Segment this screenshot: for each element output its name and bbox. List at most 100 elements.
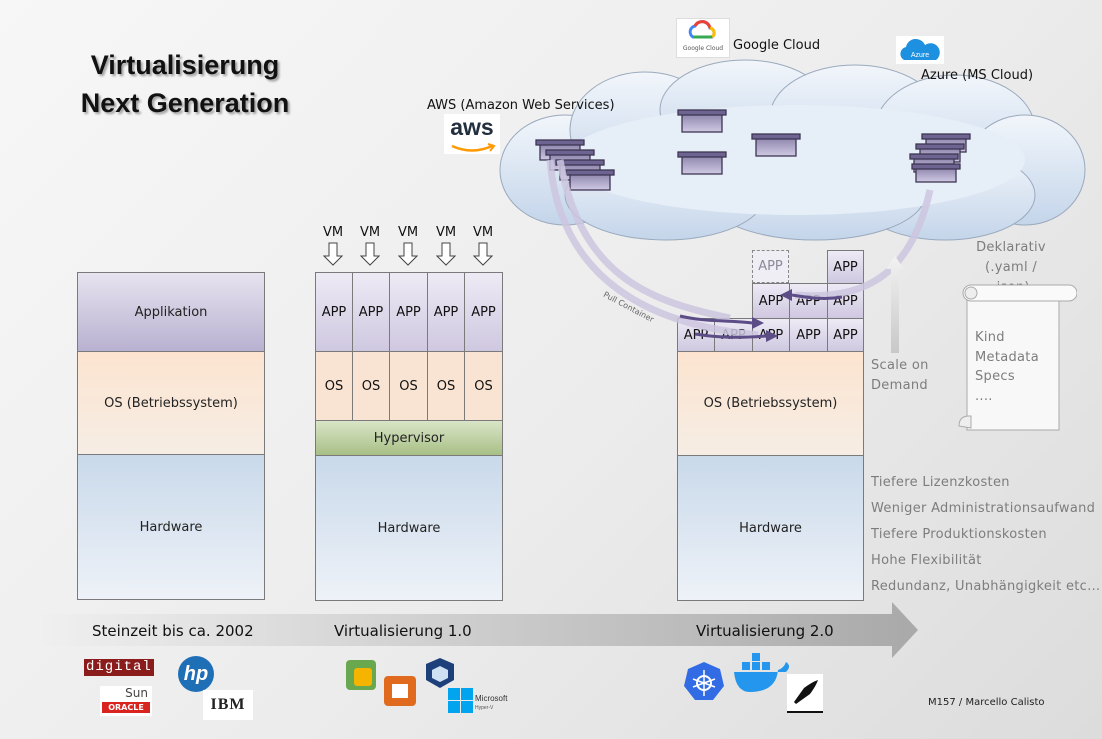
vm-os-cell: OS xyxy=(315,351,353,421)
ghost-app-cell: APP xyxy=(752,250,789,283)
title-line-1: Virtualisierung xyxy=(90,50,280,80)
vm-text: VM xyxy=(472,225,494,240)
page-title: Virtualisierung Next Generation xyxy=(60,46,310,122)
vm-os-cell: OS xyxy=(389,351,428,421)
hypervisor-layer: Hypervisor xyxy=(315,420,503,456)
down-arrow-icon xyxy=(473,242,493,266)
pull-arrow-path xyxy=(546,159,759,339)
vm-app-cell: APP xyxy=(315,272,353,352)
pull-arrow-head-path xyxy=(679,314,753,325)
scroll-icon xyxy=(958,284,1078,431)
virtualbox-logo xyxy=(426,658,454,688)
hp-logo: hp xyxy=(178,656,214,692)
title-line-2: Next Generation xyxy=(80,88,290,118)
aws-label: AWS (Amazon Web Services) xyxy=(427,98,615,113)
pull-arrow-head-path xyxy=(791,293,843,300)
vm-text: VM xyxy=(435,225,457,240)
container-app-cell: APP xyxy=(827,250,864,284)
parallels-logo xyxy=(384,676,416,706)
timeline-era-1: Steinzeit bis ca. 2002 xyxy=(92,622,254,640)
stack1-hardware-layer: Hardware xyxy=(77,454,265,600)
container-icon xyxy=(677,109,727,133)
vm-text: VM xyxy=(359,225,381,240)
declarative-line-1: Deklarativ xyxy=(976,240,1046,255)
google-cloud-logo: Google Cloud xyxy=(676,18,730,58)
aws-logo: aws xyxy=(444,114,500,154)
hyperv-logo: Microsoft Hyper-V xyxy=(448,688,508,713)
declarative-item: .... xyxy=(975,388,993,404)
azure-logo-text: Azure xyxy=(911,52,929,59)
vm-label-4: VM xyxy=(428,225,464,266)
scale-up-arrow-icon xyxy=(886,256,904,353)
stack2-hardware-layer: Hardware xyxy=(315,455,503,601)
aws-smile-icon xyxy=(451,143,496,152)
declarative-item: Metadata xyxy=(975,349,1039,365)
vm-label-3: VM xyxy=(390,225,426,266)
azure-label: Azure (MS Cloud) xyxy=(921,68,1034,83)
declarative-item: Kind xyxy=(975,330,1005,345)
docker-logo xyxy=(734,653,789,692)
google-logo-text: Google Cloud xyxy=(682,45,724,52)
vmware-logo xyxy=(346,660,376,690)
pull-arrow-path xyxy=(794,189,934,300)
arrow-head-icon xyxy=(752,317,764,329)
scale-on-demand-label: Scale on Demand xyxy=(871,356,929,396)
microsoft-logo-text: Microsoft xyxy=(475,694,508,703)
container-icon xyxy=(911,163,961,183)
benefits-list: Tiefere Lizenzkosten Weniger Administrat… xyxy=(871,470,1100,600)
scale-line-1: Scale on xyxy=(871,358,929,373)
down-arrow-icon xyxy=(398,242,418,266)
container-icon xyxy=(565,169,615,191)
vm-label-1: VM xyxy=(315,225,351,266)
oracle-logo-text: ORACLE xyxy=(102,702,150,713)
pull-arrow-head-path xyxy=(694,332,767,339)
footer-credit: M157 / Marcello Calisto xyxy=(928,697,1045,708)
hyperv-logo-text: Hyper-V xyxy=(475,705,494,711)
benefit-item: Hohe Flexibilität xyxy=(871,553,982,568)
vm-app-cell: APP xyxy=(464,272,503,352)
container-icon xyxy=(751,133,801,157)
down-arrow-icon xyxy=(360,242,380,266)
sun-logo-text: Sun xyxy=(125,686,148,700)
arrow-head-icon xyxy=(766,330,778,342)
pull-container-arrows xyxy=(546,159,934,342)
declarative-item: Specs xyxy=(975,369,1015,384)
rocket-logo xyxy=(787,674,823,713)
container-icon xyxy=(677,151,727,175)
scale-line-2: Demand xyxy=(871,378,928,393)
vm-app-cell: APP xyxy=(389,272,428,352)
vm-label-2: VM xyxy=(352,225,388,266)
vm-label-5: VM xyxy=(465,225,501,266)
timeline-arrow xyxy=(34,602,918,658)
stack3-hardware-layer: Hardware xyxy=(677,455,864,601)
azure-cloud-icon: Azure xyxy=(900,38,940,60)
pull-arrow-path xyxy=(556,159,731,322)
scroll-document: Kind Metadata Specs .... xyxy=(955,284,1078,434)
azure-logo: Azure xyxy=(896,36,944,64)
arrow-head-icon xyxy=(780,289,792,301)
sun-oracle-logo: Sun ORACLE xyxy=(100,686,152,716)
vm-os-cell: OS xyxy=(352,351,390,421)
benefit-item: Weniger Administrationsaufwand xyxy=(871,501,1096,516)
stack3-os-layer: OS (Betriebssystem) xyxy=(677,351,864,456)
vm-os-cell: OS xyxy=(427,351,465,421)
down-arrow-icon xyxy=(436,242,456,266)
stack1-os-layer: OS (Betriebssystem) xyxy=(77,351,265,455)
kubernetes-logo xyxy=(684,662,724,700)
stack1-app-layer: Applikation xyxy=(77,272,265,352)
vm-app-cell: APP xyxy=(352,272,390,352)
container-logos xyxy=(684,653,823,713)
ibm-logo: IBM xyxy=(203,690,253,720)
vm-os-cell: OS xyxy=(464,351,503,421)
benefit-item: Tiefere Produktionskosten xyxy=(871,527,1047,542)
vm-text: VM xyxy=(397,225,419,240)
timeline-era-2: Virtualisierung 1.0 xyxy=(334,622,472,640)
digital-logo: digital xyxy=(84,659,154,676)
cloud-containers xyxy=(535,109,971,191)
vm-app-cell: APP xyxy=(427,272,465,352)
benefit-item: Tiefere Lizenzkosten xyxy=(871,475,1010,490)
virtualization-logos: Microsoft Hyper-V xyxy=(346,658,508,713)
down-arrow-icon xyxy=(323,242,343,266)
google-cloud-label: Google Cloud xyxy=(733,38,821,53)
benefit-item: Redundanz, Unabhängigkeit etc… xyxy=(871,579,1101,594)
